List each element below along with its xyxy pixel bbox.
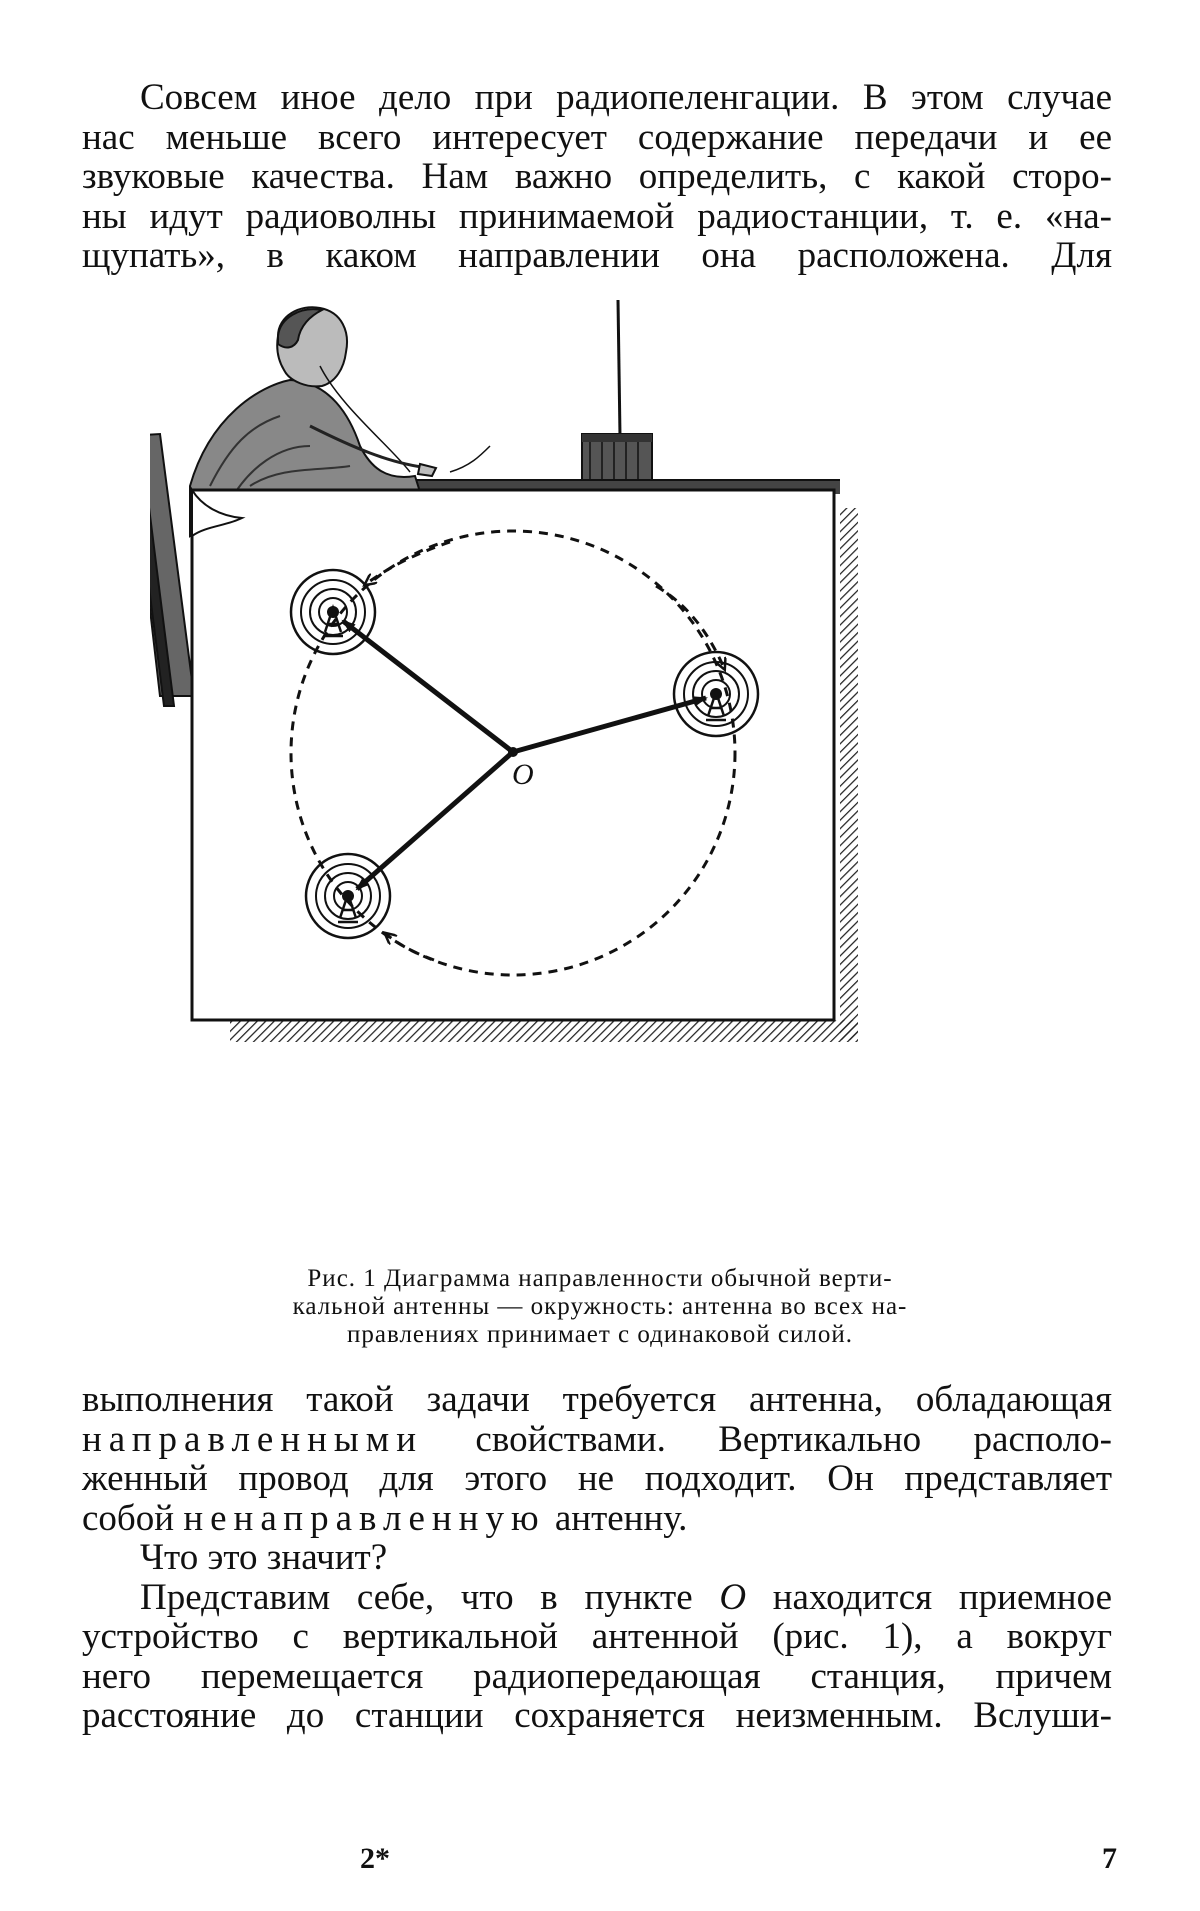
dashed-circle <box>289 529 737 977</box>
text-span: собой <box>82 1497 184 1539</box>
text-line: собой ненаправленную антенну. <box>82 1497 1112 1539</box>
paragraph-top: Совсем иное дело при радиопеленгации. В … <box>82 78 1112 276</box>
page-number: 7 <box>1102 1842 1117 1875</box>
paragraph-bottom: выполнения такой задачи требуется антенн… <box>82 1380 1112 1736</box>
text-line: ны идут радиоволны принимаемой радиостан… <box>82 195 1112 237</box>
caption-line: Рис. 1 Диаграмма направленности обычной … <box>307 1265 893 1292</box>
text-line: женный провод для этого не подходит. Он … <box>82 1458 1112 1499</box>
center-label-o: O <box>512 758 534 791</box>
text-line: Что это значит? <box>140 1537 388 1578</box>
text-line: Совсем иное дело при радиопеленгации. В … <box>140 77 1112 118</box>
direction-arrows <box>341 619 708 891</box>
figure-illustration: O <box>150 299 858 1042</box>
figure-caption: Рис. 1 Диаграмма направленности обычной … <box>190 1265 1010 1349</box>
text-line: нас меньше всего интересует содержание п… <box>82 116 1112 158</box>
spaced-word: направленными <box>82 1418 424 1460</box>
text-span: антенну. <box>545 1497 688 1539</box>
text-line: звуковые качества. Нам важно определить,… <box>82 156 1112 197</box>
text-line: устройство с вертикальной антенной (рис.… <box>82 1616 1112 1657</box>
text-line: Представим себе, что в пункте O находитс… <box>82 1576 1112 1618</box>
antenna-mast <box>616 299 622 437</box>
italic-o: O <box>719 1576 747 1618</box>
signature-mark: 2* <box>360 1842 390 1875</box>
spaced-word: ненаправленную <box>183 1497 546 1539</box>
station-bottom-left <box>304 852 392 940</box>
text-line: него перемещается радиопередающая станци… <box>82 1655 1112 1697</box>
text-span: находится приемное <box>746 1576 1112 1618</box>
text-line: выполнения такой задачи требуется антенн… <box>82 1379 1112 1420</box>
station-top-left <box>289 568 377 656</box>
caption-line: кальной антенны — окружность: антенна во… <box>292 1293 908 1320</box>
text-line: щупать», в каком направлении она располо… <box>82 235 1112 276</box>
text-line: расстояние до станции сохраняется неизме… <box>82 1695 1112 1736</box>
text-line: направленными свойствами. Вертикально ра… <box>82 1418 1112 1460</box>
text-span: Представим себе, что в пункте <box>140 1576 720 1618</box>
caption-line: правлениях принимает с одинаковой силой. <box>347 1321 853 1348</box>
text-span: свойствами. Вертикально располо- <box>423 1418 1112 1460</box>
station-right <box>672 650 760 738</box>
